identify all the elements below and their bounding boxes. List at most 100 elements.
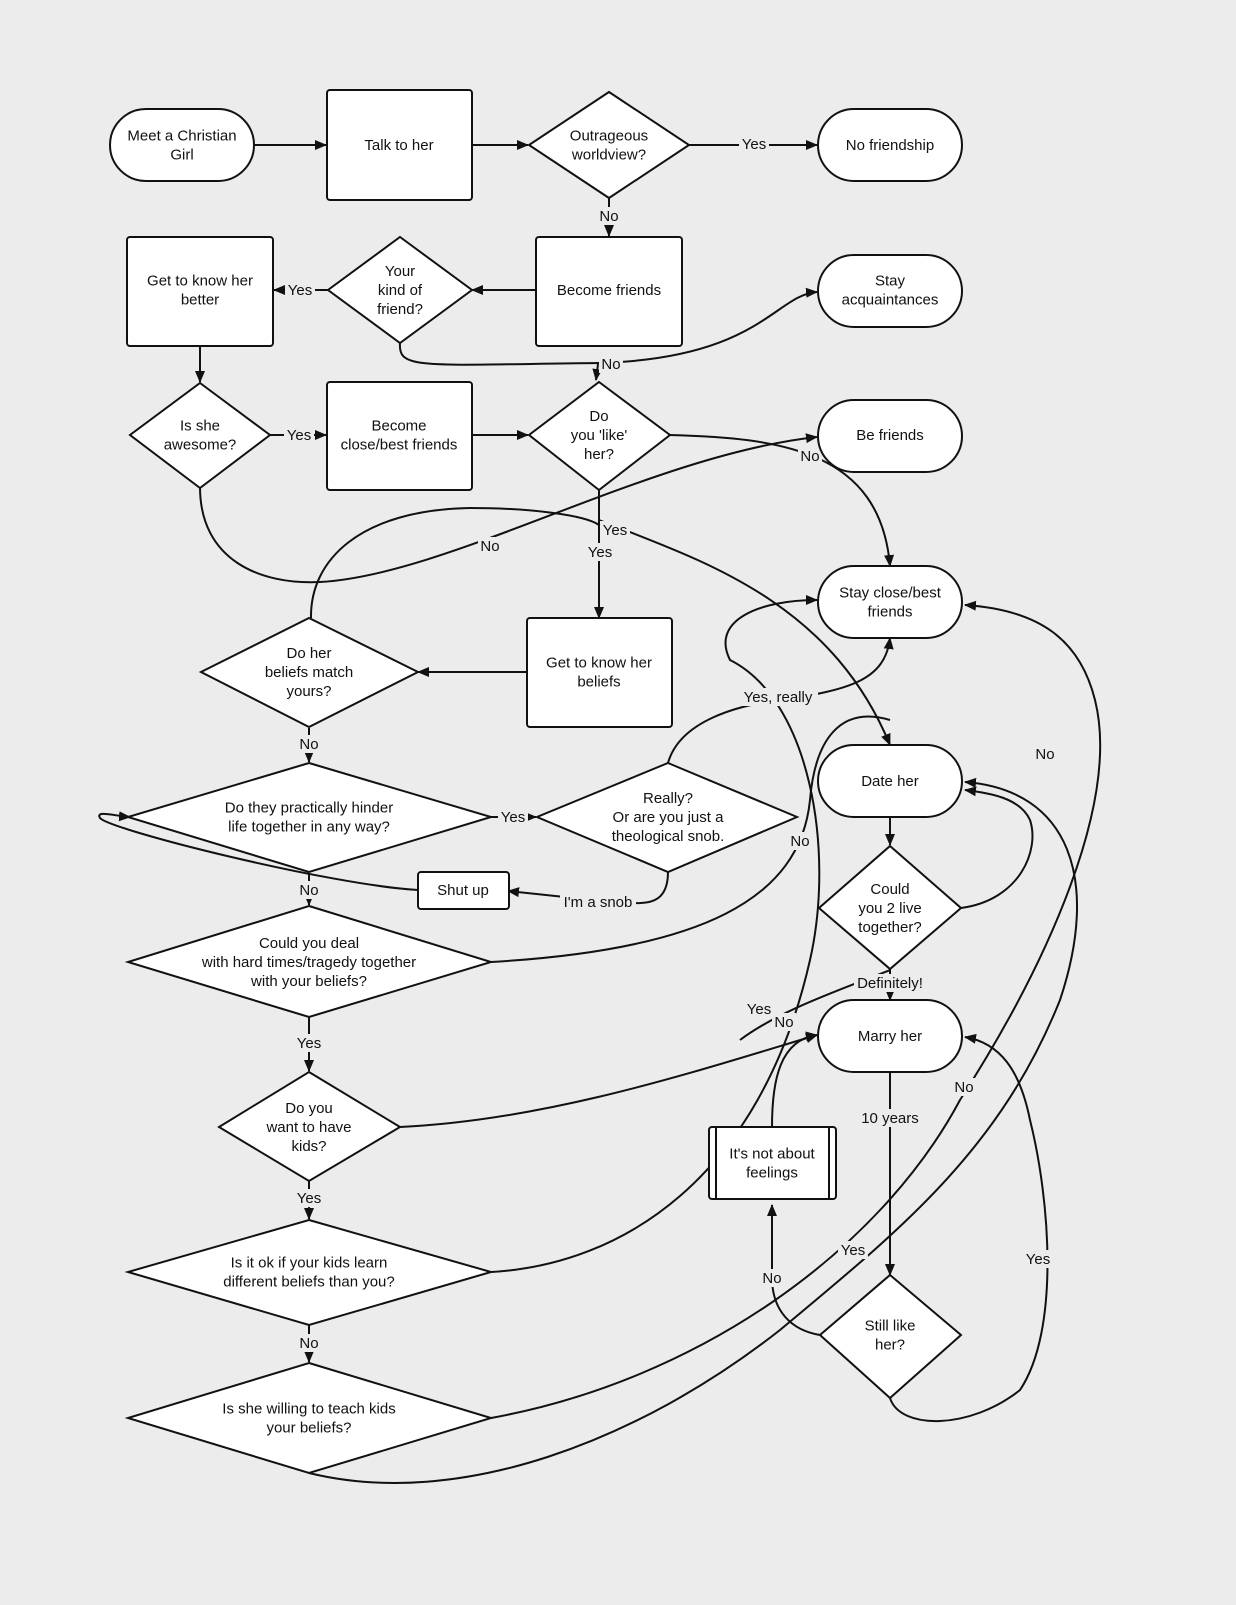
node-talk-label: Talk to her: [364, 137, 433, 154]
edge-label-hinder-no: No: [297, 881, 321, 899]
svg-text:No: No: [299, 736, 318, 753]
svg-text:Yes: Yes: [1026, 1251, 1050, 1268]
edge-label-definitely: Definitely!: [854, 974, 926, 992]
node-become-friends-label: Become friends: [557, 282, 661, 299]
svg-text:No: No: [800, 448, 819, 465]
svg-text:No: No: [774, 1014, 793, 1031]
svg-text:Yes: Yes: [742, 136, 766, 153]
svg-text:Yes: Yes: [747, 1001, 771, 1018]
svg-text:No: No: [480, 538, 499, 555]
edge-label-teach-no: No: [952, 1078, 976, 1096]
node-talk: Talk to her: [326, 89, 473, 201]
svg-text:Yes: Yes: [288, 282, 312, 299]
edge-notfeelings-marry: [771, 1031, 818, 1128]
edge-label-teach-yes: Yes: [838, 1241, 868, 1259]
edge-label-hinder-yes: Yes: [498, 808, 528, 826]
edge-label-learn-no: No: [297, 1334, 321, 1352]
node-marry-her-label: Marry her: [858, 1028, 922, 1045]
svg-text:Yes: Yes: [603, 522, 627, 539]
edge-shutup-hinder-loop: [98, 811, 419, 891]
svg-text:Definitely!: Definitely!: [857, 975, 923, 992]
edge-label-live-no: No: [772, 1013, 796, 1031]
edge-label-hard-yes: Yes: [294, 1034, 324, 1052]
svg-text:No: No: [1035, 746, 1054, 763]
edge-label-like-yes2: Yes: [585, 543, 615, 561]
node-no-friendship: No friendship: [817, 108, 963, 182]
edge-still-marry-yes: [889, 1033, 1049, 1423]
edge-label-kids-no: No: [788, 832, 812, 850]
node-marry-her: Marry her: [817, 999, 963, 1073]
edge-label-still-no: No: [760, 1269, 784, 1287]
svg-text:Yes, really: Yes, really: [744, 689, 813, 706]
edge-awesome-befriends: [199, 433, 818, 584]
edge-label-outrageous-no: No: [597, 207, 621, 225]
edge-label-no-hardtimes: No: [1033, 745, 1057, 763]
svg-text:Yes: Yes: [287, 427, 311, 444]
edge-label-ten-years: 10 years: [856, 1109, 924, 1127]
edge-match-befriends-loop: [309, 506, 600, 619]
edge-label-like-yes: Yes: [600, 521, 630, 539]
edge-label-yes-really: Yes, really: [738, 688, 818, 706]
edge-no-to-like: [592, 363, 603, 381]
edge-label-kind-no: No: [599, 355, 623, 373]
edge-label-kind-yes: Yes: [285, 281, 315, 299]
edge-learn-stayclose: [490, 595, 821, 1273]
edge-labels: Yes No Yes No Yes No Yes No Yes Yes, rea…: [284, 135, 1057, 1352]
node-be-friends-label: Be friends: [856, 427, 924, 444]
edge-label-awesome-yes: Yes: [284, 426, 314, 444]
svg-text:No: No: [599, 208, 618, 225]
edge-label-match-no: No: [297, 735, 321, 753]
svg-text:No: No: [299, 1335, 318, 1352]
edge-like-date: [598, 519, 891, 746]
svg-text:Yes: Yes: [297, 1035, 321, 1052]
edge-live-date: [960, 786, 1034, 909]
edge-teach-date: [308, 777, 1078, 1484]
edge-label-learn-yes: Yes: [744, 1000, 774, 1018]
svg-text:10 years: 10 years: [861, 1110, 919, 1127]
svg-text:Yes: Yes: [841, 1242, 865, 1259]
svg-text:No: No: [299, 882, 318, 899]
edge-label-like-no: No: [798, 447, 822, 465]
svg-text:No: No: [790, 833, 809, 850]
node-date-her: Date her: [817, 744, 963, 818]
edge-label-awesome-no: No: [478, 537, 502, 555]
svg-text:No: No: [762, 1270, 781, 1287]
edge-label-snob: I'm a snob: [560, 893, 636, 911]
svg-text:No: No: [954, 1079, 973, 1096]
